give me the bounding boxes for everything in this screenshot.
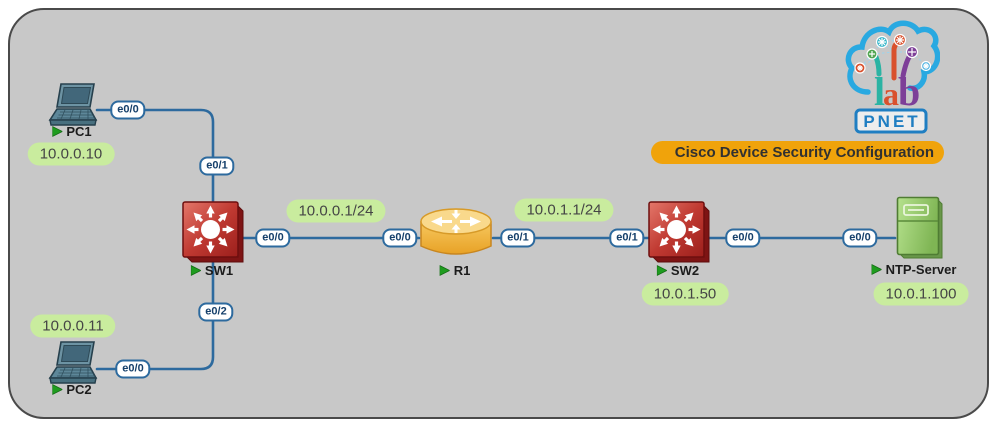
ip-label-sw2: 10.0.1.50 <box>641 282 729 306</box>
ip-label-pc2: 10.0.0.11 <box>30 314 116 338</box>
device-r1[interactable] <box>418 206 494 267</box>
device-name: PC1 <box>66 124 92 139</box>
lab-title-banner: Cisco Device Security Configuration <box>651 141 944 164</box>
network-label-lan2: 10.0.1.1/24 <box>514 198 614 222</box>
device-name: SW2 <box>670 263 700 278</box>
server-icon <box>896 196 943 259</box>
ip-label-ntp-server: 10.0.1.100 <box>873 282 969 306</box>
laptop-icon <box>48 341 98 384</box>
if-label-sw2-e0-1: e0/1 <box>609 228 645 248</box>
running-indicator-icon <box>656 265 667 276</box>
device-label-pc2: PC2 <box>52 382 92 397</box>
device-label-pc1: PC1 <box>52 124 92 139</box>
if-label-r1-e0-1: e0/1 <box>500 228 536 248</box>
network-label-lan1: 10.0.0.1/24 <box>286 199 386 223</box>
if-label-sw1-e0-0: e0/0 <box>255 228 291 248</box>
switch-icon <box>648 201 710 263</box>
device-pc1[interactable] <box>48 83 98 134</box>
if-label-ntp-e0-0: e0/0 <box>842 228 878 248</box>
running-indicator-icon <box>871 264 882 275</box>
if-label-r1-e0-0: e0/0 <box>382 228 418 248</box>
pnetlab-cloud-icon: l a b PNET <box>845 20 941 134</box>
switch-icon <box>182 201 244 263</box>
running-indicator-icon <box>52 126 63 137</box>
if-label-sw1-e0-2: e0/2 <box>198 302 234 322</box>
device-label-ntp-server: NTP-Server <box>871 262 957 277</box>
lab-wordmark: l a b <box>874 69 920 114</box>
device-ntp-server[interactable] <box>896 196 944 265</box>
running-indicator-icon <box>190 265 201 276</box>
laptop-icon <box>48 83 98 126</box>
device-name: NTP-Server <box>885 262 957 277</box>
router-icon <box>420 208 492 255</box>
device-label-sw2: SW2 <box>656 263 700 278</box>
device-name: R1 <box>453 263 471 278</box>
device-label-sw1: SW1 <box>190 263 234 278</box>
device-sw1[interactable] <box>182 201 244 268</box>
device-label-r1: R1 <box>439 263 471 278</box>
device-sw2[interactable] <box>648 201 710 268</box>
device-name: SW1 <box>204 263 234 278</box>
ip-label-pc1: 10.0.0.10 <box>27 142 115 166</box>
device-pc2[interactable] <box>48 341 98 392</box>
if-label-pc2-e0-0: e0/0 <box>115 359 151 379</box>
if-label-sw2-e0-0: e0/0 <box>725 228 761 248</box>
device-name: PC2 <box>66 382 92 397</box>
running-indicator-icon <box>52 384 63 395</box>
pnet-wordmark: PNET <box>863 112 920 131</box>
if-label-pc1-e0-0: e0/0 <box>110 100 146 120</box>
pnetlab-logo: l a b PNET <box>842 12 941 139</box>
running-indicator-icon <box>439 265 450 276</box>
network-node-icons <box>854 33 932 74</box>
if-label-sw1-e0-1: e0/1 <box>199 156 235 176</box>
